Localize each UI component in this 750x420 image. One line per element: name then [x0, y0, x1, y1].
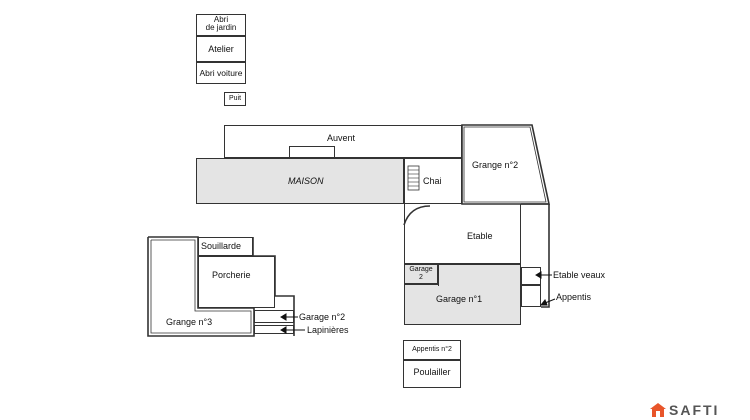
room-appentis	[521, 285, 541, 307]
label-puit: Puit	[228, 95, 242, 102]
callout-appentis: Appentis	[556, 292, 592, 302]
etable-curve-wall	[403, 205, 431, 226]
label-etable: Etable	[467, 231, 493, 241]
room-garage1-upper	[438, 264, 521, 286]
arrow-etable-veaux	[535, 271, 552, 279]
safti-logo: SAFTI	[650, 402, 719, 418]
arrow-appentis	[539, 298, 556, 306]
room-maison	[196, 158, 404, 204]
etable-right-wall	[541, 204, 550, 308]
room-atelier	[196, 36, 246, 62]
label-maison: MAISON	[288, 176, 324, 186]
label-poulailler: Poulailler	[413, 367, 451, 377]
callout-lapinieres: Lapinières	[307, 325, 349, 335]
label-grange2: Grange n°2	[472, 160, 519, 170]
label-garage1: Garage n°1	[436, 294, 483, 304]
room-puit	[224, 92, 246, 106]
label-appentis2: Appentis n°2	[412, 346, 452, 353]
room-garage2-small	[404, 264, 438, 284]
label-porcherie: Porcherie	[212, 270, 251, 280]
label-atelier: Atelier	[208, 44, 234, 54]
house-logo-icon	[650, 403, 666, 417]
logo-text: SAFTI	[669, 402, 720, 418]
room-abri-jardin	[196, 14, 246, 36]
arrow-lapinieres	[280, 326, 305, 334]
room-abri-voiture	[196, 62, 246, 84]
label-chai: Chai	[423, 176, 442, 186]
chimney	[289, 146, 335, 158]
room-porcherie	[198, 256, 275, 308]
label-abri-voiture: Abri voiture	[199, 68, 243, 78]
arrow-garage-n2	[280, 313, 298, 321]
label-souillarde: Souillarde	[201, 241, 242, 251]
room-appentis2	[403, 340, 461, 360]
room-auvent	[224, 125, 462, 158]
label-abri-jardin: Abri de jardin	[205, 15, 237, 32]
callout-garage-n2: Garage n°2	[299, 312, 346, 322]
label-auvent: Auvent	[327, 133, 356, 143]
callout-etable-veaux: Etable veaux	[553, 270, 606, 280]
room-grange3	[147, 236, 255, 337]
label-garage2-small: Garage 2	[409, 266, 433, 281]
label-grange3: Grange n°3	[166, 317, 213, 327]
room-poulailler	[403, 360, 461, 388]
stairs-icon	[407, 165, 420, 191]
room-etable	[404, 204, 521, 264]
